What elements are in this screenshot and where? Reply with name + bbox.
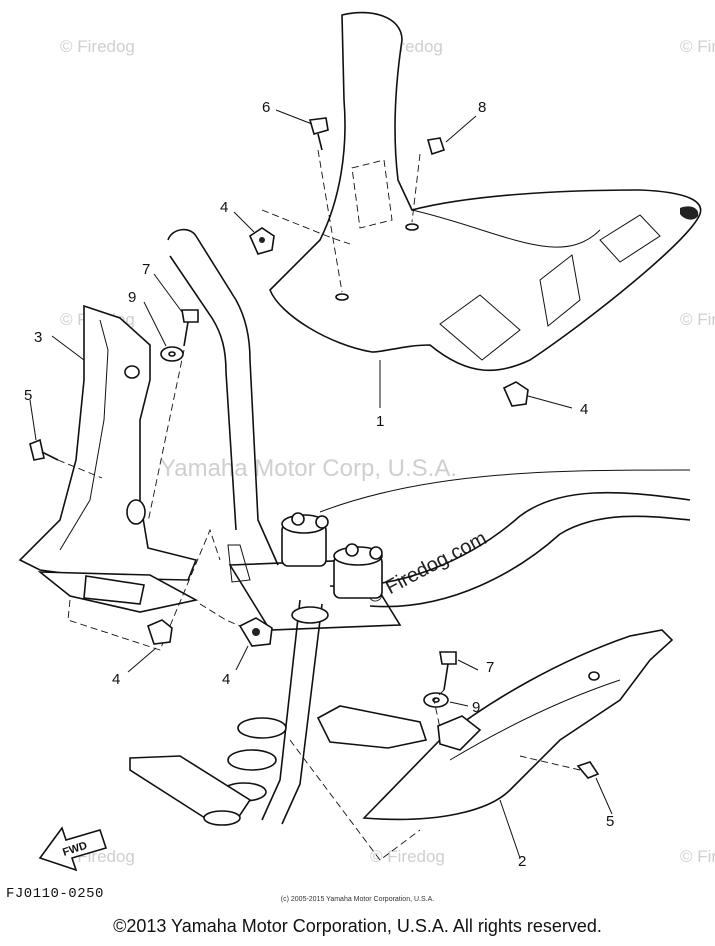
part-label-8: 8 — [478, 99, 486, 116]
watermark-center: Yamaha Motor Corp, U.S.A. — [160, 455, 457, 482]
footer-copyright: ©2013 Yamaha Motor Corporation, U.S.A. A… — [113, 916, 602, 936]
part-label-4: 4 — [220, 199, 228, 216]
part-label-5: 5 — [606, 813, 614, 830]
handlebar — [167, 228, 691, 608]
watermark-small: © Firedog — [60, 37, 135, 56]
part-label-4: 4 — [580, 401, 588, 418]
watermark-small: © Firedog — [680, 310, 715, 329]
part-label-4: 4 — [222, 671, 230, 688]
small-copyright: (c) 2005-2015 Yamaha Motor Corporation, … — [280, 896, 435, 903]
part-label-1: 1 — [376, 413, 384, 430]
part-label-9: 9 — [472, 699, 480, 716]
part-label-7: 7 — [142, 261, 150, 278]
watermark-small: © Firedog — [680, 847, 715, 866]
handlebar-clamps — [281, 512, 383, 599]
steering-stem — [129, 544, 402, 826]
watermark-small: © Firedog — [370, 847, 445, 866]
leg-shield-left-part-3 — [18, 304, 221, 651]
part-label-3: 3 — [34, 329, 42, 346]
part-label-4: 4 — [112, 671, 120, 688]
part-labels: 1 2 3 4 4 4 4 5 5 6 7 7 8 9 9 — [24, 99, 614, 870]
watermark-small: © Firedog — [680, 37, 715, 56]
forward-direction-arrow: FWD — [38, 826, 108, 872]
part-label-6: 6 — [262, 99, 270, 116]
leg-shield-right-part-2 — [289, 629, 674, 861]
leader-lines — [29, 109, 613, 859]
fasteners — [29, 117, 600, 779]
cowling-upper-part-1 — [269, 11, 702, 372]
part-label-2: 2 — [518, 853, 526, 870]
part-label-7: 7 — [486, 659, 494, 676]
diagram-code: FJ0110-0250 — [6, 886, 104, 902]
part-label-9: 9 — [128, 289, 136, 306]
part-label-5: 5 — [24, 387, 32, 404]
